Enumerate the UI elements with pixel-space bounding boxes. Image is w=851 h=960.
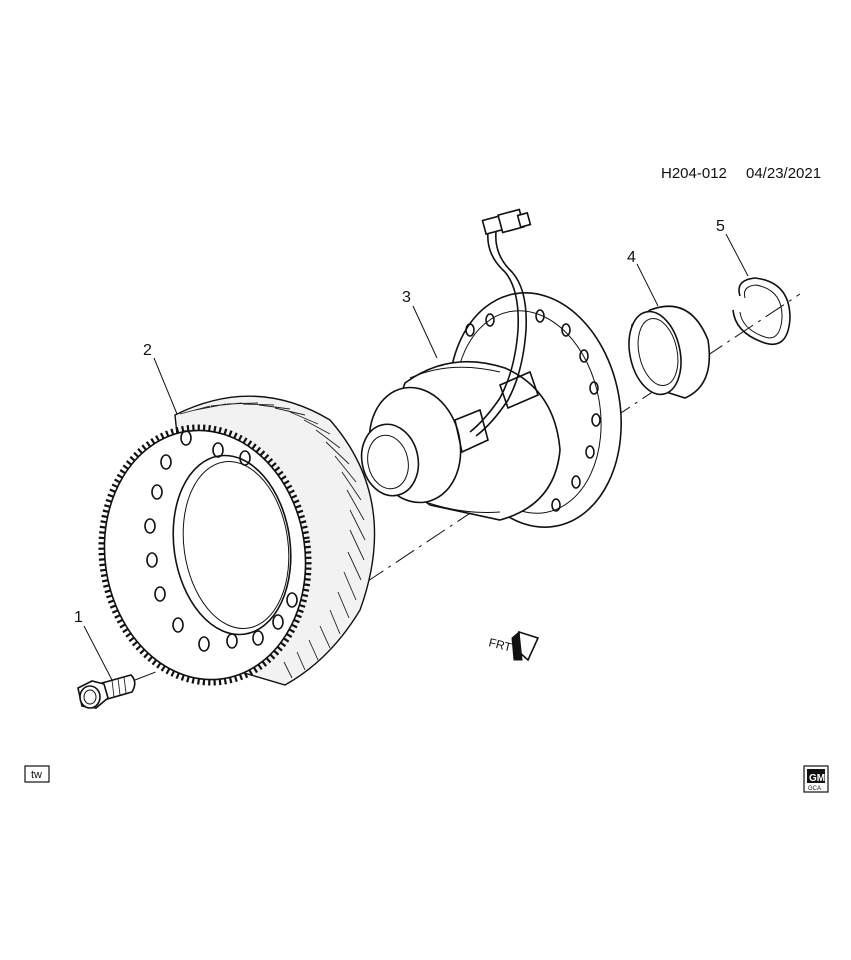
callout-1[interactable]: 1	[74, 609, 113, 681]
snap-ring-outer	[732, 277, 791, 346]
snap-ring[interactable]	[732, 277, 791, 346]
callout-3-leader	[412, 305, 438, 359]
callout-2-leader	[153, 357, 178, 415]
diagram-reference-date: 04/23/2021	[746, 165, 821, 182]
wire-connector	[481, 208, 532, 236]
callout-2-number: 2	[143, 342, 152, 359]
bolt-flange	[79, 685, 101, 709]
callout-3[interactable]: 3	[402, 289, 438, 359]
ring-gear-helical-teeth	[179, 402, 366, 679]
callout-1-leader	[83, 625, 113, 681]
corner-badge: tw	[24, 765, 50, 783]
bolt-shank	[101, 674, 136, 702]
differential-hub-bore	[360, 423, 420, 497]
front-direction-label: FRT	[487, 635, 513, 654]
sensor-bracket-upper	[499, 370, 539, 410]
differential-flange-holes	[465, 309, 601, 512]
bearing-face	[628, 310, 682, 396]
ring-gear-bolt-holes	[144, 430, 298, 652]
ring-gear[interactable]	[85, 395, 376, 696]
callout-2[interactable]: 2	[143, 342, 178, 415]
gm-logo-text: GM	[809, 773, 825, 784]
differential-case[interactable]	[355, 208, 639, 541]
callout-4-number: 4	[627, 249, 636, 266]
sensor-wire-harness	[469, 231, 520, 433]
diagram-reference-code: H204-012	[661, 165, 727, 182]
callout-3-number: 3	[402, 289, 411, 306]
ring-gear-bolt[interactable]	[77, 674, 136, 709]
front-arrow-icon	[511, 631, 523, 661]
callout-5-leader	[725, 233, 749, 277]
callout-1-number: 1	[74, 609, 83, 626]
gm-logo-subtext: GCA	[808, 786, 821, 792]
callout-4[interactable]: 4	[627, 249, 659, 307]
callout-5-number: 5	[716, 218, 725, 235]
corner-badge-label: tw	[31, 769, 42, 781]
bearing[interactable]	[622, 305, 711, 399]
gm-logo: GM GCA	[803, 765, 829, 793]
callout-5[interactable]: 5	[716, 218, 749, 277]
sensor-bracket-lower	[454, 408, 489, 454]
ring-gear-teeth	[98, 424, 312, 686]
callout-4-leader	[636, 263, 659, 307]
front-direction-indicator: FRT	[487, 630, 540, 662]
